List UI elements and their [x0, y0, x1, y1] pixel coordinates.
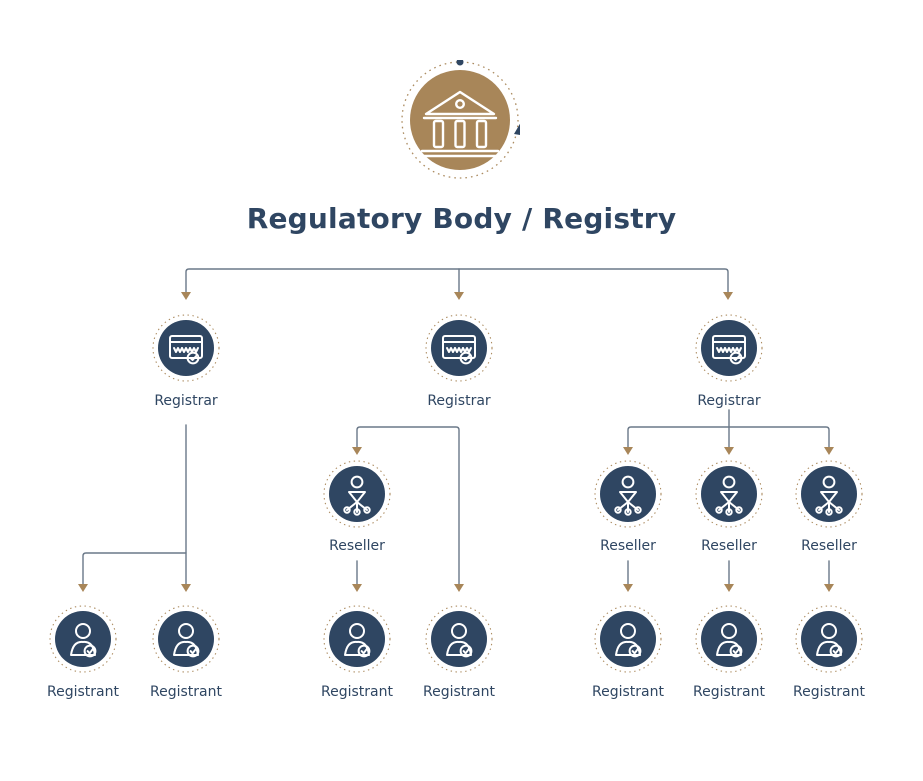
arrow-head: [824, 584, 834, 592]
registry-to-registrars-connector: [185, 268, 729, 293]
arrow-head: [181, 292, 191, 300]
user-check-icon: [795, 605, 863, 673]
arrow-head: [181, 584, 191, 592]
www-browser-check-icon: [152, 314, 220, 382]
arrow-head: [352, 447, 362, 455]
arrow-head: [454, 584, 464, 592]
registrant-2-label: Registrant: [150, 684, 222, 700]
arrow-head: [724, 584, 734, 592]
registrant-6-label: Registrant: [693, 684, 765, 700]
registrant-1-label: Registrant: [47, 684, 119, 700]
arrow-head: [352, 584, 362, 592]
registrar-middle-label: Registrar: [427, 393, 491, 409]
network-person-icon: [594, 460, 662, 528]
user-check-icon: [425, 605, 493, 673]
user-check-icon: [152, 605, 220, 673]
arrow-head: [78, 584, 88, 592]
reseller-middle-label: Reseller: [329, 538, 385, 554]
arrow-head: [724, 447, 734, 455]
user-check-icon: [323, 605, 391, 673]
registrar-right-label: Registrar: [697, 393, 761, 409]
registrant-7-label: Registrant: [793, 684, 865, 700]
user-check-icon: [594, 605, 662, 673]
registrant-5-label: Registrant: [592, 684, 664, 700]
arrow-head: [723, 292, 733, 300]
network-person-icon: [323, 460, 391, 528]
reseller-right-3-label: Reseller: [801, 538, 857, 554]
reseller-right-2-label: Reseller: [701, 538, 757, 554]
diagram-title: Regulatory Body / Registry: [246, 202, 677, 235]
arrow-head: [454, 292, 464, 300]
arrow-head: [623, 584, 633, 592]
www-browser-check-icon: [695, 314, 763, 382]
user-check-icon: [695, 605, 763, 673]
registrar-middle-branch-connector: [356, 426, 460, 585]
icon-layer: [49, 60, 863, 673]
arrow-head: [824, 447, 834, 455]
reseller-right-1-label: Reseller: [600, 538, 656, 554]
network-person-icon: [795, 460, 863, 528]
www-browser-check-icon: [425, 314, 493, 382]
registrar-left-branch-connector: [82, 424, 187, 585]
user-check-icon: [49, 605, 117, 673]
network-person-icon: [695, 460, 763, 528]
registrar-left-label: Registrar: [154, 393, 218, 409]
registrant-4-label: Registrant: [423, 684, 495, 700]
connector-layer: [78, 268, 834, 592]
registrant-3-label: Registrant: [321, 684, 393, 700]
arrow-head: [623, 447, 633, 455]
bank-building-icon: [400, 60, 520, 180]
